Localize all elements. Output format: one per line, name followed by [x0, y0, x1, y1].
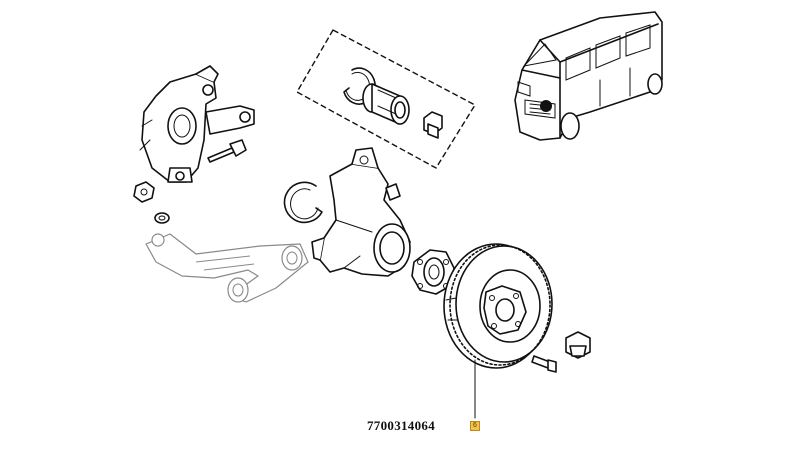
part-number-label: 7700314064	[367, 418, 435, 433]
bearing-kit-group	[296, 29, 476, 169]
circlip-icon	[283, 181, 323, 224]
lower-control-arm	[145, 233, 309, 303]
wheel-hub-icon	[411, 249, 455, 295]
steering-knuckle-main	[311, 147, 411, 277]
wheel-bearing-icon	[362, 83, 410, 125]
drive-shaft-nut-icon	[565, 331, 591, 359]
disc-screw-icon	[531, 355, 557, 373]
hub-nut-icon	[423, 111, 443, 139]
ball-joint-nut-icon	[133, 181, 155, 203]
knuckle-bolt-icon	[207, 139, 247, 163]
brake-disc-icon	[443, 243, 553, 369]
van-illustration	[514, 11, 663, 141]
steering-knuckle-upper	[139, 65, 255, 183]
washer-icon	[154, 212, 170, 224]
reference-badge[interactable]: 6	[470, 421, 480, 431]
